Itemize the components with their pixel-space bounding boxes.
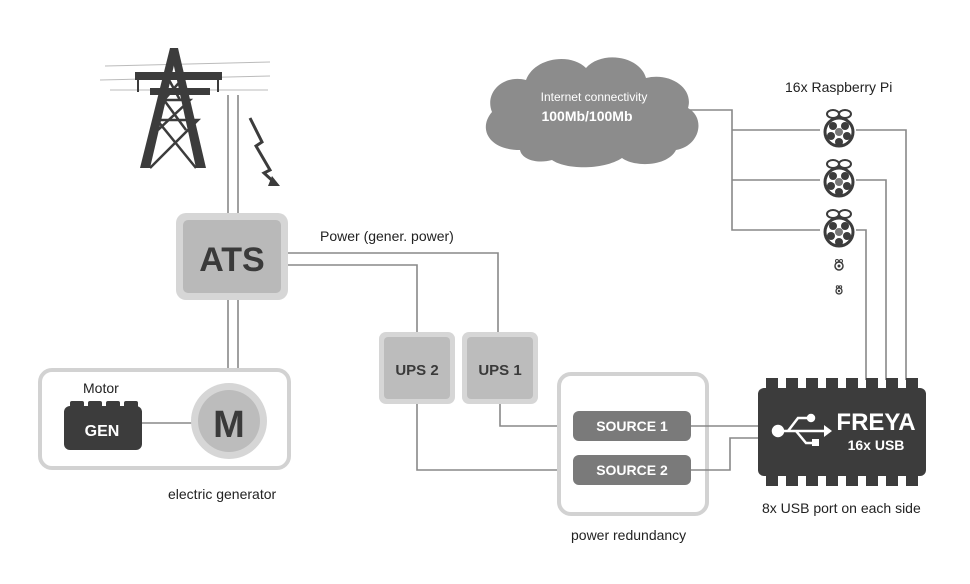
ups2-label: UPS 2 <box>395 362 438 379</box>
ups1-label: UPS 1 <box>478 362 521 379</box>
source1-label: SOURCE 1 <box>596 418 668 434</box>
cloud-icon: Internet connectivity 100Mb/100Mb <box>485 57 699 168</box>
raspberry-label: 16x Raspberry Pi <box>785 79 892 95</box>
electric-generator-label: electric generator <box>168 486 277 502</box>
freya-subtitle: 16x USB <box>848 437 905 453</box>
network-wires <box>690 109 820 231</box>
power-pylon-icon <box>99 48 271 169</box>
lightning-arrow <box>268 176 280 186</box>
source2-label: SOURCE 2 <box>596 462 668 478</box>
usb-ports-label: 8x USB port on each side <box>762 500 921 516</box>
internet-line1: Internet connectivity <box>541 90 648 104</box>
raspberry-pi-icon <box>823 159 855 198</box>
power-redundancy-box: SOURCE 1 SOURCE 2 <box>557 372 709 516</box>
wire-source2-freya <box>691 437 760 471</box>
gen-label: GEN <box>85 423 120 440</box>
raspberry-pi-icon <box>823 109 855 148</box>
m-label: M <box>213 404 245 446</box>
ats-label: ATS <box>199 241 264 279</box>
motor-circle: M <box>191 383 267 459</box>
usb-symbol-icon <box>771 413 832 446</box>
usb-wires <box>856 129 907 380</box>
freya-title: FREYA <box>836 409 915 436</box>
power-link-label: Power (gener. power) <box>320 228 454 244</box>
power-redundancy-label: power redundancy <box>571 527 686 543</box>
wire-ats-ups1 <box>288 252 499 332</box>
wire-ups2-source2 <box>416 404 573 471</box>
ups1-box: UPS 1 <box>462 332 538 404</box>
raspberry-pi-small-icon <box>835 285 843 295</box>
power-lines <box>227 95 239 372</box>
engine-icon: GEN <box>64 401 142 450</box>
motor-label: Motor <box>83 380 119 396</box>
freya-box: FREYA 16x USB <box>758 378 926 486</box>
raspberry-pi-icon <box>823 209 855 248</box>
ats-box: ATS <box>176 213 288 300</box>
wire-ups1-source1 <box>499 404 573 427</box>
raspberry-pi-small-icon <box>834 259 844 271</box>
lightning-bolt-icon <box>248 117 278 186</box>
internet-line2: 100Mb/100Mb <box>541 108 632 124</box>
wire-ats-ups2 <box>288 264 418 332</box>
ups2-box: UPS 2 <box>379 332 455 404</box>
electric-generator-box: Motor GEN M <box>38 368 291 470</box>
